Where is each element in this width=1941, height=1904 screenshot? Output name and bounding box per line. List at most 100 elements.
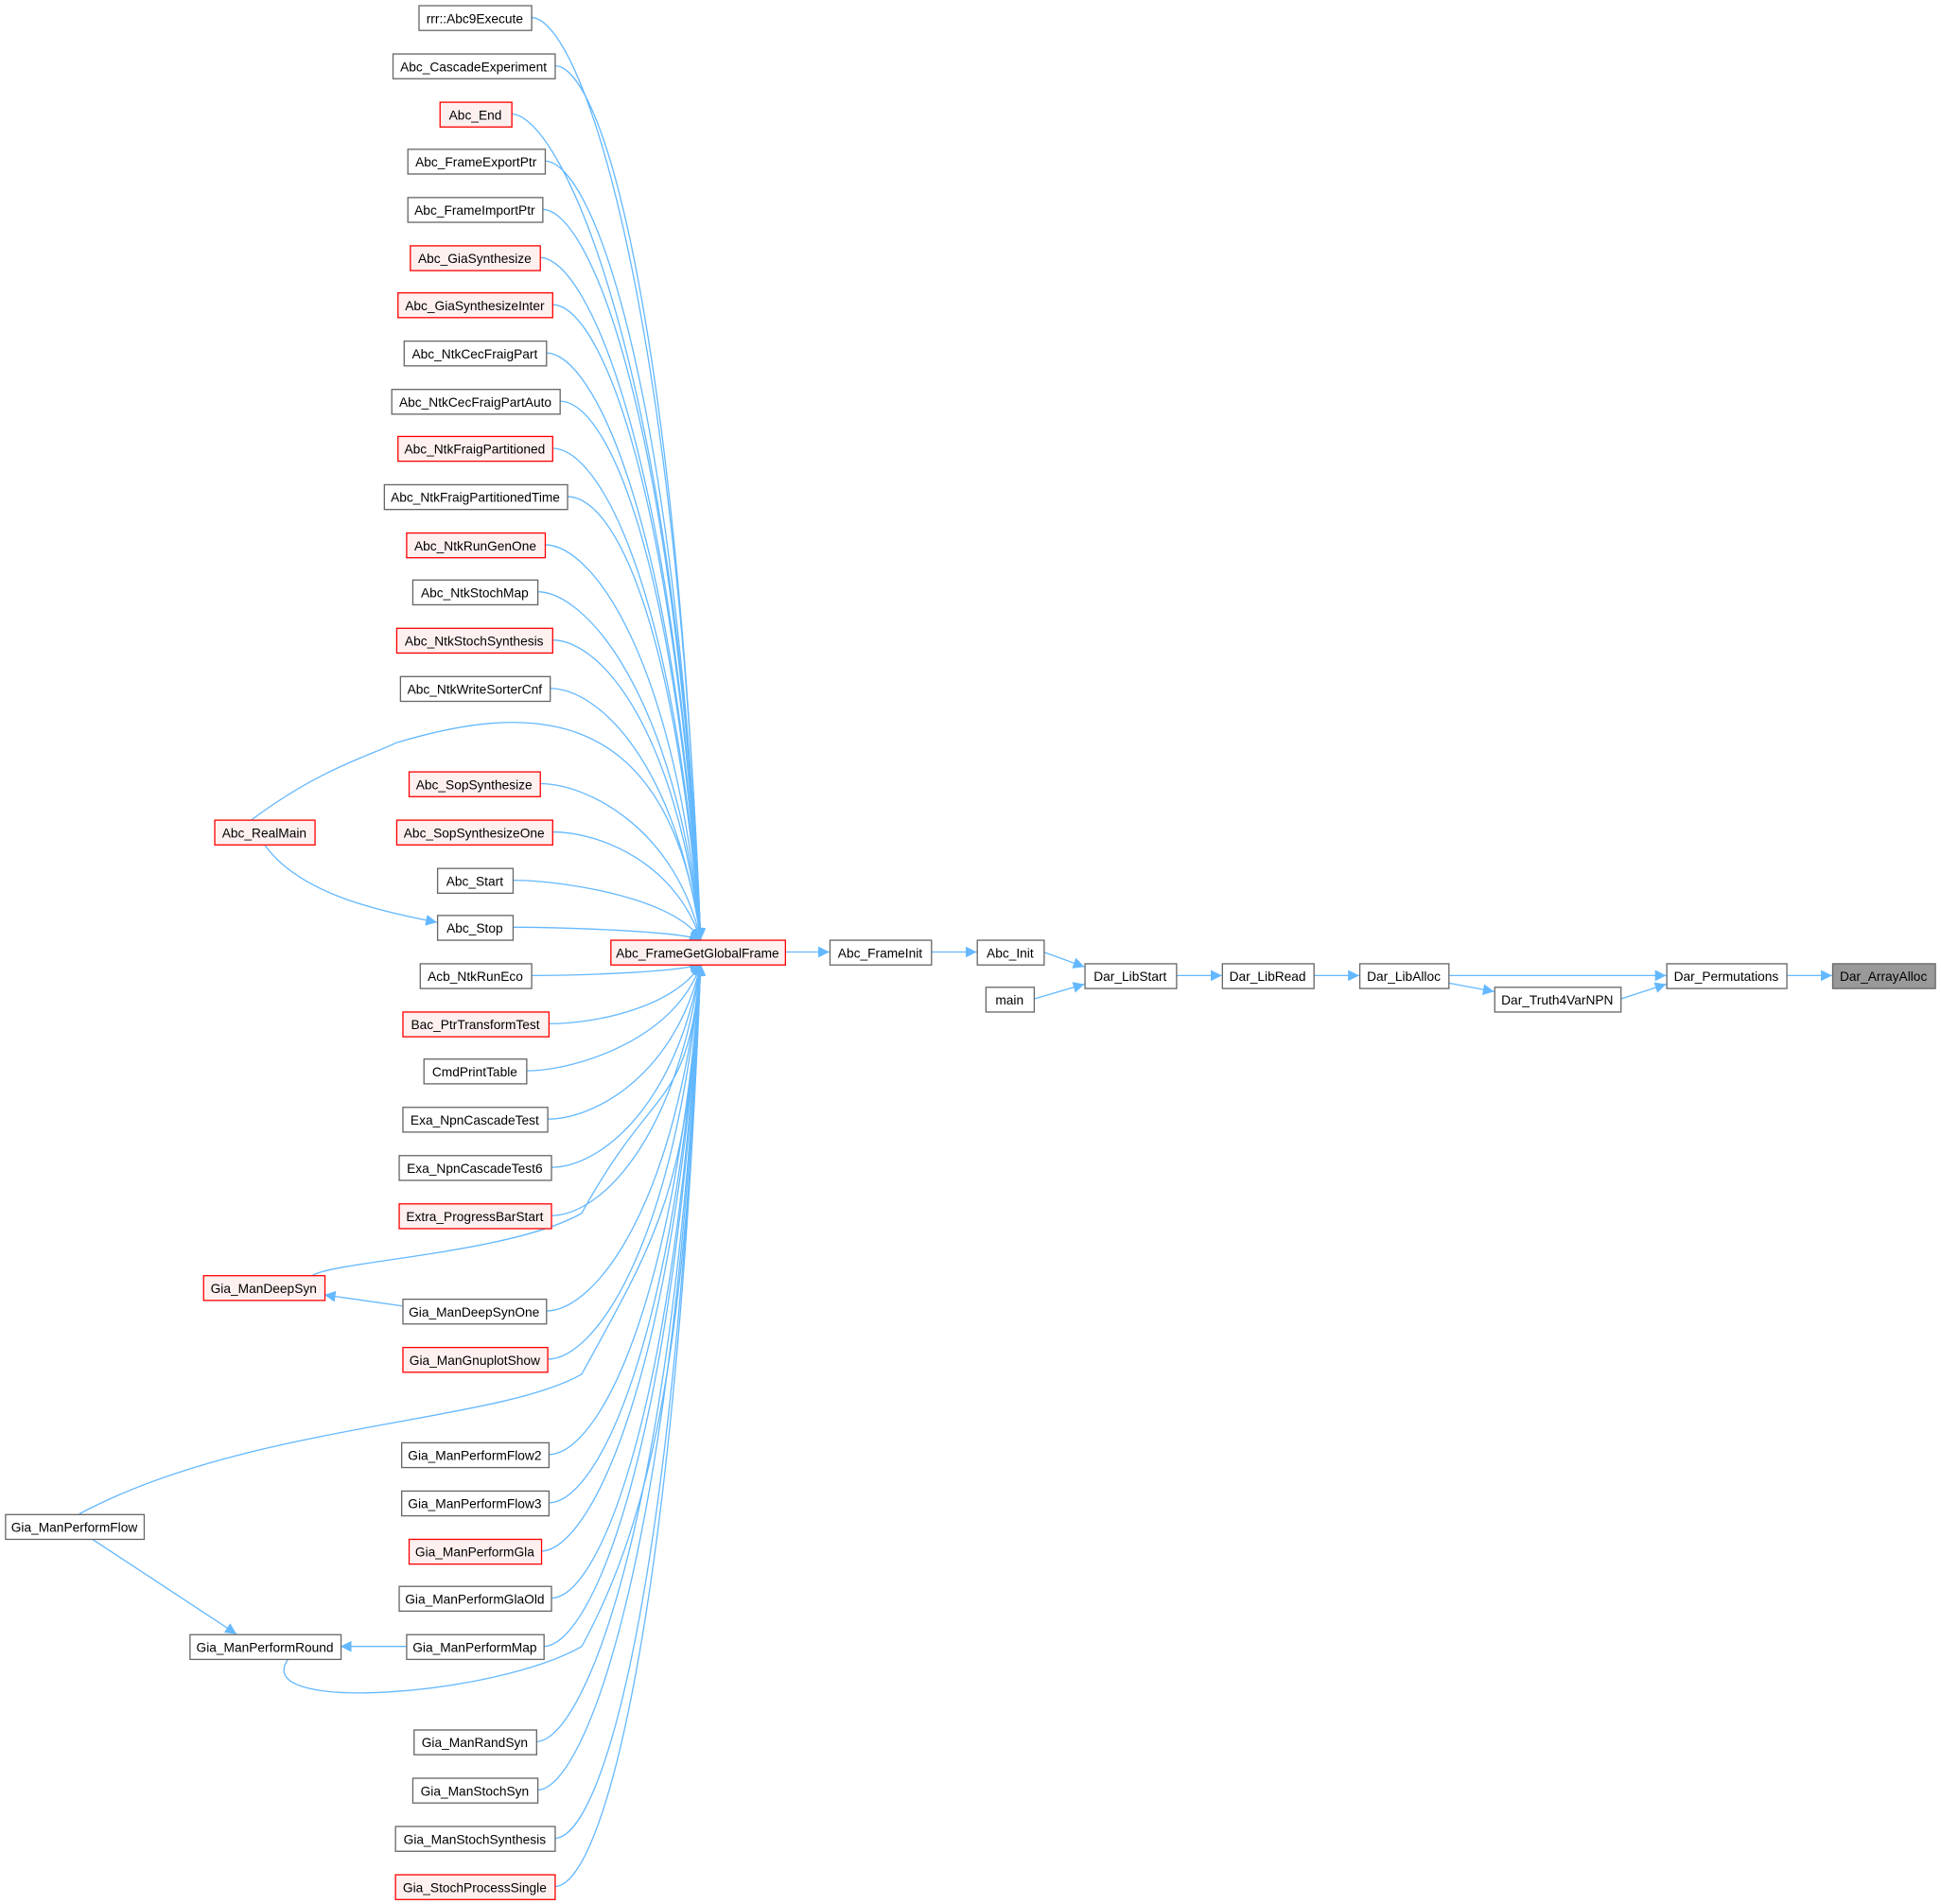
node-box <box>397 291 553 319</box>
node-abc-ntkwritesortercnf[interactable]: Abc_NtkWriteSorterCnf <box>399 675 551 703</box>
node-abc-ntkfraigpartitionedtime[interactable]: Abc_NtkFraigPartitionedTime <box>383 483 568 511</box>
node-main[interactable]: main <box>985 987 1036 1013</box>
node-acb-ntkruneco[interactable]: Acb_NtkRunEco <box>419 963 533 989</box>
node-abc-giasynthesize[interactable]: Abc_GiaSynthesize <box>410 245 541 271</box>
node-gia-stochprocesssingle[interactable]: Gia_StochProcessSingle <box>394 1874 556 1900</box>
node-box <box>1221 963 1315 989</box>
node-exa-npncascadetest[interactable]: Exa_NpnCascadeTest <box>402 1107 549 1133</box>
node-gia-manperformgla[interactable]: Gia_ManPerformGla <box>408 1538 543 1565</box>
node-box <box>1831 963 1936 989</box>
node-label: Gia_ManGnuplotShow <box>410 1354 540 1368</box>
node-abc-ntkfraigpartitioned[interactable]: Abc_NtkFraigPartitioned <box>397 435 553 463</box>
edge-n2-to-ggf <box>511 113 707 940</box>
edge-n11-to-ggf <box>544 544 706 940</box>
edge-n14-to-ggf <box>550 688 705 940</box>
node-label: Abc_FrameImportPtr <box>414 203 535 218</box>
node-abc-ntkcecfraigpartauto[interactable]: Abc_NtkCecFraigPartAuto <box>391 389 561 415</box>
node-label: Gia_ManPerformFlow3 <box>408 1497 542 1511</box>
node-box <box>1358 963 1450 989</box>
node-exa-npncascadetest6[interactable]: Exa_NpnCascadeTest6 <box>398 1155 552 1181</box>
node-box <box>436 915 515 941</box>
node-box <box>401 1490 551 1517</box>
node-abc-realmain[interactable]: Abc_RealMain <box>214 819 316 846</box>
node-abc-framegetglobalframe[interactable]: Abc_FrameGetGlobalFrame <box>610 939 787 966</box>
node-label: Abc_End <box>449 108 502 122</box>
node-abc-frameexportptr[interactable]: Abc_FrameExportPtr <box>407 148 547 175</box>
node-label: Dar_LibAlloc <box>1367 969 1441 984</box>
node-box <box>214 819 316 846</box>
node-dar-libstart[interactable]: Dar_LibStart <box>1084 963 1178 989</box>
node-gia-manperformflow2[interactable]: Gia_ManPerformFlow2 <box>401 1441 551 1469</box>
node-abc-ntkcecfraigpart[interactable]: Abc_NtkCecFraigPart <box>403 341 548 367</box>
node-label: Gia_ManPerformFlow <box>11 1521 138 1535</box>
node-gia-mandeepsynone[interactable]: Gia_ManDeepSynOne <box>402 1298 548 1325</box>
node-box <box>383 483 568 511</box>
node-label: rrr::Abc9Execute <box>427 11 524 26</box>
node-label: main <box>995 993 1023 1007</box>
node-cmdprinttable[interactable]: CmdPrintTable <box>423 1058 528 1085</box>
node-label: Extra_ProgressBarStart <box>406 1210 543 1224</box>
node-gia-manstochsynthesis[interactable]: Gia_ManStochSynthesis <box>394 1825 556 1852</box>
node-box <box>391 389 561 415</box>
node-dar-truth4varnpn[interactable]: Dar_Truth4VarNPN <box>1494 987 1622 1013</box>
node-label: Gia_ManRandSyn <box>422 1736 528 1750</box>
node-gia-mangnuplotshow[interactable]: Gia_ManGnuplotShow <box>402 1346 549 1373</box>
node-gia-manperformglaold[interactable]: Gia_ManPerformGlaOld <box>398 1585 552 1613</box>
node-abc-sopsynthesize[interactable]: Abc_SopSynthesize <box>408 771 541 797</box>
node-label: Gia_ManStochSyn <box>421 1784 530 1798</box>
node-abc-ntkrungenone[interactable]: Abc_NtkRunGenOne <box>406 532 547 559</box>
edge-liballoc-to-truth <box>1448 982 1495 995</box>
node-gia-manperformflow3[interactable]: Gia_ManPerformFlow3 <box>401 1490 551 1517</box>
node-label: Abc_NtkStochMap <box>421 585 529 600</box>
node-label: Dar_Truth4VarNPN <box>1501 993 1613 1007</box>
node-gia-manstochsyn[interactable]: Gia_ManStochSyn <box>411 1777 539 1804</box>
node-abc-stop[interactable]: Abc_Stop <box>436 915 515 941</box>
node-extra-progressbarstart[interactable]: Extra_ProgressBarStart <box>398 1203 552 1230</box>
node-label: Gia_ManDeepSynOne <box>409 1305 540 1319</box>
node-abc-ntkstochmap[interactable]: Abc_NtkStochMap <box>411 579 539 606</box>
edge-n32-to-ggf <box>535 964 707 1743</box>
node-box <box>395 627 553 655</box>
node-label: Exa_NpnCascadeTest6 <box>407 1162 543 1176</box>
node-box <box>398 1203 552 1230</box>
node-gia-manperformround[interactable]: Gia_ManPerformRound <box>189 1633 342 1661</box>
node-box <box>399 675 551 703</box>
node-abc-end[interactable]: Abc_End <box>439 101 513 128</box>
node-box <box>202 1275 326 1301</box>
node-gia-manperformflow[interactable]: Gia_ManPerformFlow <box>5 1513 146 1541</box>
edge-realmain-to-n18 <box>263 844 438 926</box>
node-dar-libread[interactable]: Dar_LibRead <box>1221 963 1315 989</box>
edge-flow-to-ggf <box>79 964 706 1515</box>
node-label: Dar_LibRead <box>1230 969 1306 984</box>
node-label: Gia_StochProcessSingle <box>403 1880 547 1895</box>
node-abc-init[interactable]: Abc_Init <box>976 939 1045 966</box>
node-box <box>423 1058 528 1085</box>
node-abc-start[interactable]: Abc_Start <box>436 867 515 894</box>
node-gia-manperformmap[interactable]: Gia_ManPerformMap <box>406 1633 545 1661</box>
node-abc-sopsynthesizeone[interactable]: Abc_SopSynthesizeOne <box>395 819 553 846</box>
node-label: CmdPrintTable <box>432 1065 517 1079</box>
edge-n3-to-ggf <box>544 160 707 940</box>
node-box <box>436 867 515 894</box>
node-abc-cascadeexperiment[interactable]: Abc_CascadeExperiment <box>392 53 556 79</box>
edge-n26-to-ggf <box>547 964 706 1360</box>
edge-n28-to-ggf <box>548 964 706 1504</box>
node-box <box>410 245 541 271</box>
edge-n31-to-ggf <box>543 964 706 1648</box>
node-abc-ntkstochsynthesis[interactable]: Abc_NtkStochSynthesis <box>395 627 553 655</box>
node-label: Dar_ArrayAlloc <box>1840 969 1927 984</box>
edge-n33-to-ggf <box>536 964 707 1791</box>
node-gia-manrandsyn[interactable]: Gia_ManRandSyn <box>413 1729 537 1756</box>
node-dar-permutations[interactable]: Dar_Permutations <box>1666 963 1788 989</box>
node-rrr-abc9execute[interactable]: rrr::Abc9Execute <box>418 5 533 31</box>
node-label: Abc_FrameGetGlobalFrame <box>616 946 779 960</box>
node-dar-arrayalloc[interactable]: Dar_ArrayAlloc <box>1831 963 1936 989</box>
node-abc-giasynthesizeinter[interactable]: Abc_GiaSynthesizeInter <box>397 291 553 319</box>
node-bac-ptrtransformtest[interactable]: Bac_PtrTransformTest <box>402 1011 551 1038</box>
node-abc-frameimportptr[interactable]: Abc_FrameImportPtr <box>407 197 544 223</box>
node-dar-liballoc[interactable]: Dar_LibAlloc <box>1358 963 1450 989</box>
node-abc-frameinit[interactable]: Abc_FrameInit <box>829 939 933 966</box>
node-label: Abc_NtkCecFraigPart <box>411 347 537 361</box>
edge-main-to-libstart <box>1033 982 1085 1000</box>
node-gia-mandeepsyn[interactable]: Gia_ManDeepSyn <box>202 1275 326 1301</box>
